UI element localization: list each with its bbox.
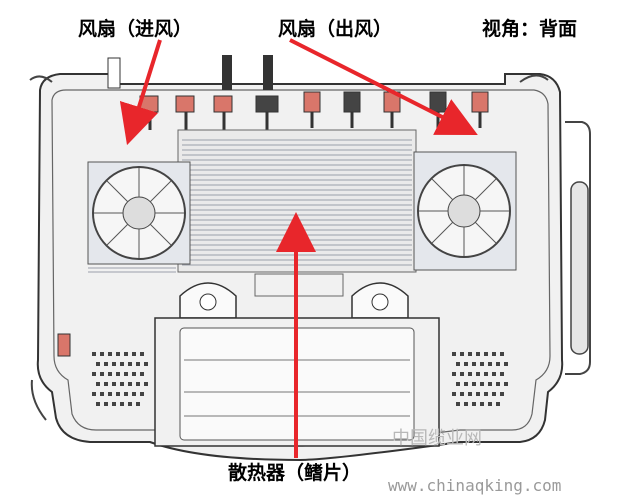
fan-right [413,151,517,271]
fan-left [87,161,191,273]
stand-hinges [179,282,409,319]
arrow-fan-intake [119,39,162,146]
side-port [57,333,71,357]
connector-row [107,55,489,130]
watermark-cn: 中国缆业网 [392,428,482,449]
vent-right [452,352,508,406]
watermark-url: www.chinaqking.com [388,476,562,495]
callout-arrows [119,38,478,458]
label-view: 视角：背面 [482,18,578,40]
vent-left [92,352,148,406]
label-fan-intake: 风扇（进风） [78,18,193,40]
label-fan-exhaust: 风扇（出风） [278,18,393,40]
arrow-fan-exhaust [289,38,478,136]
label-heatsink: 散热器（鳍片） [228,462,362,484]
